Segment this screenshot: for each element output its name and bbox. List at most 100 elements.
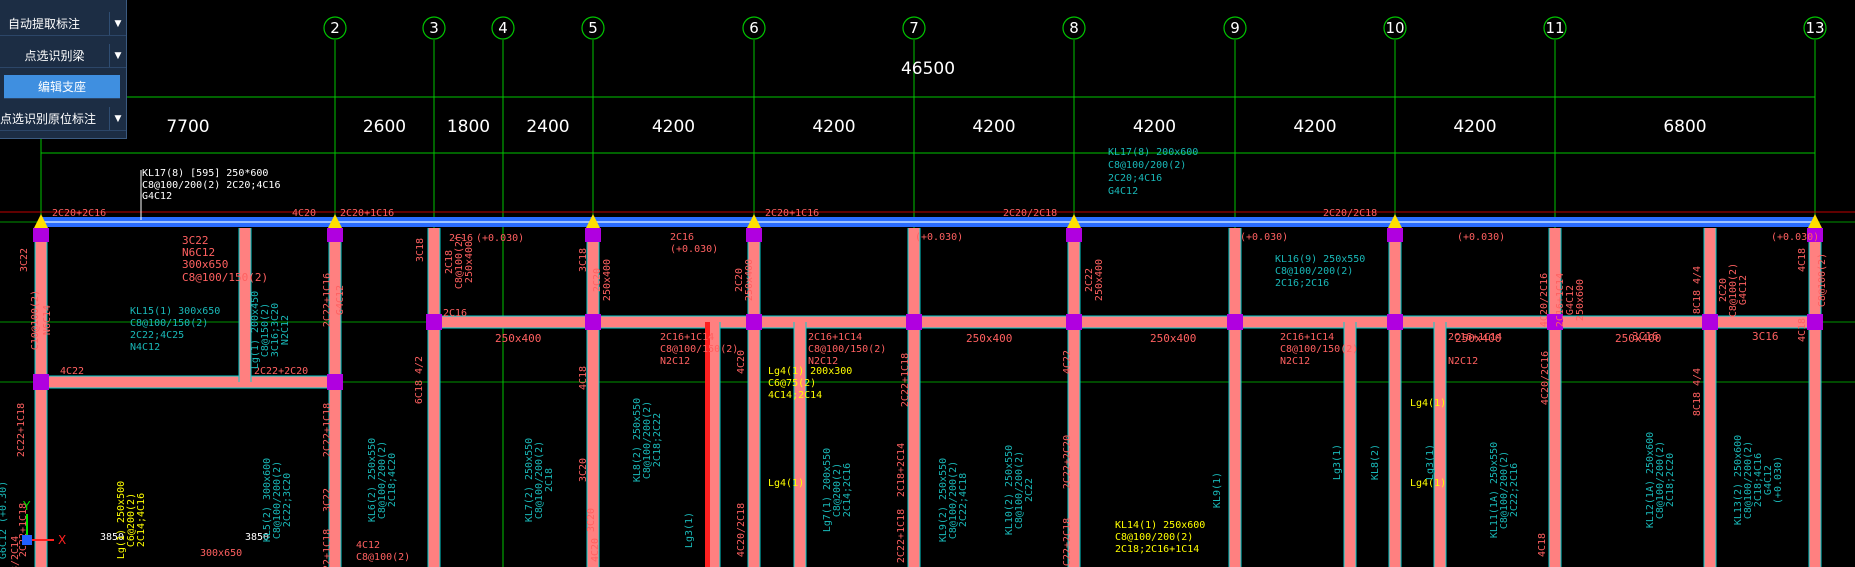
vertical-annotation: 4C18 [1797, 248, 1808, 272]
vertical-annotation: 2C22+1C18 [18, 503, 29, 557]
vertical-annotation: 2C18;2C20 [1665, 453, 1676, 507]
support-node [906, 314, 922, 330]
vertical-annotation: 3C18 [415, 238, 426, 262]
vertical-annotation: C8@100/200(2) [377, 441, 388, 519]
beam-annotation: 3850 [245, 532, 269, 543]
vertical-annotation: N2C12 [280, 315, 291, 345]
vertical-annotation: C8@100/200(2) [272, 461, 283, 539]
beam-annotation: C8@100/150(2) [130, 318, 208, 329]
beam-annotation: N2C12 [1280, 356, 1310, 367]
beam-annotation: 2C20+1C16 [765, 208, 819, 219]
vertical-annotation: 3C22 [322, 488, 333, 512]
beam-band [35, 228, 47, 567]
vertical-annotation: C10@100(2) [30, 290, 41, 350]
beam-annotation: (+0.030) [670, 244, 718, 255]
vertical-annotation: 3C20 [578, 458, 589, 482]
beam-annotation: 4C14;2C14 [768, 390, 822, 401]
vertical-annotation: 2C18;4C16 [1753, 453, 1764, 507]
end-marker [1808, 214, 1822, 228]
beam-annotation: Lg4(1) [768, 478, 804, 489]
vertical-annotation: 2C14;4C16 [136, 493, 147, 547]
vertical-annotation: Lg3(1) [1332, 444, 1343, 480]
vertical-annotation: 3C18 [578, 248, 589, 272]
end-marker [747, 214, 761, 228]
beam-band [434, 316, 1815, 328]
beam-annotation: 2C16;2C16 [1275, 278, 1329, 289]
pick-identify-beam-button[interactable]: 点选识别梁 ▼ [0, 44, 126, 68]
vertical-annotation: 4C20/2C16 [1540, 351, 1551, 405]
vertical-annotation: 2C22;4C18 [958, 473, 969, 527]
vertical-annotation: Lg3(1) [1425, 444, 1436, 480]
end-marker [328, 214, 342, 228]
beam-annotation: KL17(8) [595] 250*600 [142, 168, 268, 179]
beam-annotation: 250x400 [1455, 332, 1501, 345]
support-node [1807, 314, 1823, 330]
beam-annotation: 2C20+2C16 [52, 208, 106, 219]
beam-annotation: 2C16+1C14 [1280, 332, 1334, 343]
span-dimension: 2400 [526, 117, 569, 137]
vertical-annotation: KL9(2) 250x550 [938, 458, 949, 542]
beam-annotation: N2C12 [1448, 356, 1478, 367]
axis-label: 9 [1230, 19, 1240, 37]
beam-annotation: N6C12 [182, 246, 215, 259]
chevron-down-icon[interactable]: ▼ [109, 12, 126, 35]
beam-annotation: 2C22+2C20 [254, 366, 308, 377]
vertical-annotation: 3C20 [586, 508, 597, 532]
beam-annotation: 2C20;4C16 [1108, 173, 1162, 184]
vertical-annotation: 4C18 [1537, 533, 1548, 557]
chevron-down-icon[interactable]: ▼ [109, 44, 126, 67]
beam-annotation: KL14(1) 250x600 [1115, 520, 1205, 531]
axis-label: 6 [749, 19, 759, 37]
beam-band [708, 322, 720, 567]
auto-extract-annotation-button[interactable]: 自动提取标注 ▼ [0, 12, 126, 36]
axis-bubble [581, 16, 605, 40]
total-dimension: 46500 [901, 59, 955, 79]
beam-annotation: (+0.030) [1457, 232, 1505, 243]
span-dimension: 4200 [1453, 117, 1496, 137]
vertical-annotation: C8@200(2) [832, 463, 843, 517]
beam-annotation: 2C20+1C16 [340, 208, 394, 219]
beam-annotation: N4C12 [130, 342, 160, 353]
beam-band [1704, 228, 1716, 567]
vertical-annotation: 4C22 [1062, 350, 1073, 374]
edit-support-label: 编辑支座 [37, 80, 86, 94]
beam-annotation: (+0.030) [1240, 232, 1288, 243]
beam-annotation: G4C12 [142, 191, 172, 202]
vertical-annotation: 2C22+1C18 [16, 403, 27, 457]
vertical-annotation: G4C12 [1565, 285, 1576, 315]
pick-identify-in-situ-annotation-button[interactable]: 点选识别原位标注 ▼ [0, 107, 126, 131]
vertical-annotation: C8@100/200(2) [534, 441, 545, 519]
axis-bubble [422, 16, 446, 40]
beam-annotation: 3C16 [1752, 330, 1779, 343]
vertical-annotation: 4C18 [1797, 318, 1808, 342]
vertical-annotation: (+0.030) [1773, 456, 1784, 504]
vertical-annotation: C8@100(2) [1817, 253, 1828, 307]
axis-bubble [323, 16, 347, 40]
vertical-annotation: 3C16;3C20 [270, 303, 281, 357]
axis-label: 4 [498, 19, 508, 37]
beam-annotation: 3C22 [182, 234, 209, 247]
vertical-annotation: C8@100/200(2) [642, 401, 653, 479]
axis-label: 13 [1805, 19, 1824, 37]
vertical-annotation: 3C22 [19, 248, 30, 272]
chevron-down-icon[interactable]: ▼ [109, 107, 126, 130]
axis-label: 2 [330, 19, 340, 37]
vertical-annotation: C8@100/200(2) [948, 461, 959, 539]
beam-annotation: C8@100/200(2) [1275, 266, 1353, 277]
edit-support-button[interactable]: 编辑支座 [4, 75, 120, 99]
beam-annotation: 4C20 [292, 208, 316, 219]
vertical-annotation: G4C12 [1763, 465, 1774, 495]
vertical-annotation: C18/2C14 [10, 536, 21, 567]
vertical-annotation: 8C18 4/4 [1692, 368, 1703, 416]
end-marker [586, 214, 600, 228]
beam-annotation: 3C16 [1632, 330, 1659, 343]
vertical-annotation: C8@100/200(2) [1499, 451, 1510, 529]
beam-annotation: N2C12 [660, 356, 690, 367]
vertical-annotation: 2C22+1C18 [896, 509, 907, 563]
support-layer [33, 214, 1823, 390]
vertical-annotation: Lg3(1) [684, 512, 695, 548]
vertical-annotation: 2C20 [734, 268, 745, 292]
span-dimension: 1800 [447, 117, 490, 137]
selected-beam [705, 322, 710, 567]
